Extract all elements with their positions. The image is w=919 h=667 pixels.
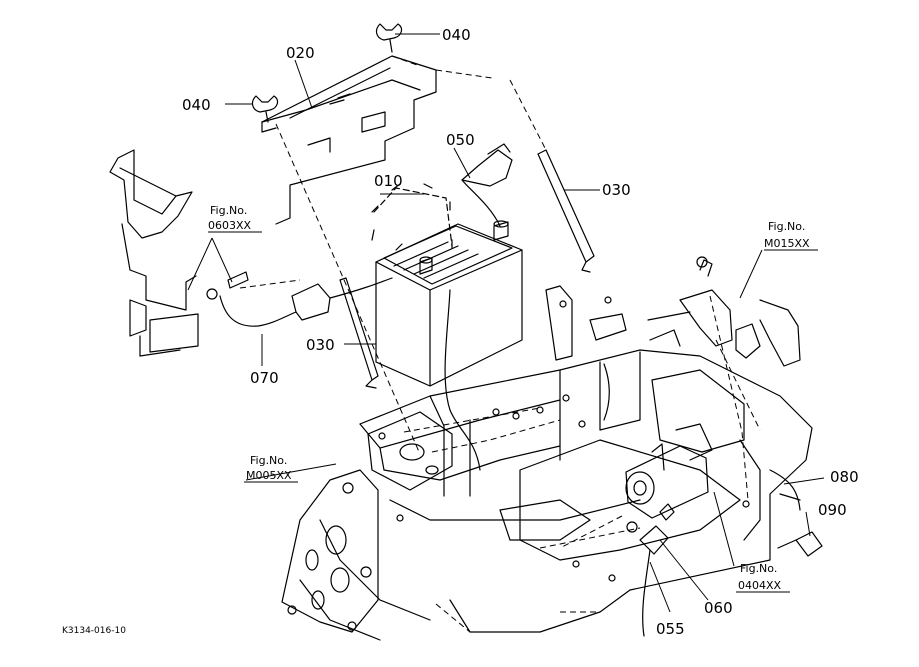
label-040-left: 040 xyxy=(182,96,211,114)
label-040-top: 040 xyxy=(442,26,471,44)
label-055: 055 xyxy=(656,620,685,638)
cross-bracket xyxy=(367,411,453,491)
battery-cover-020 xyxy=(261,55,437,225)
ground-cable-070 xyxy=(206,271,393,327)
battery-cable-050 xyxy=(444,143,513,471)
label-020: 020 xyxy=(286,44,315,62)
fig-ref-0603-number: 0603XX xyxy=(208,219,252,232)
wing-nut-040-top xyxy=(375,23,403,53)
label-leaders xyxy=(187,33,825,613)
fig-ref-m005-label: Fig.No. xyxy=(250,454,287,467)
drawing-code: K3134-016-10 xyxy=(62,626,126,636)
label-090: 090 xyxy=(818,501,847,519)
label-030-lower: 030 xyxy=(306,336,335,354)
fig-ref-m005-number: M005XX xyxy=(246,469,292,482)
fig-ref-0603-label: Fig.No. xyxy=(210,204,247,217)
connector-055 xyxy=(626,503,675,637)
starter-motor xyxy=(625,423,713,519)
fig-ref-m015-number: M015XX xyxy=(764,237,810,250)
hold-down-rod-030-left xyxy=(339,277,379,389)
label-080: 080 xyxy=(830,468,859,486)
label-070: 070 xyxy=(250,369,279,387)
right-bracket xyxy=(647,256,801,367)
dashed-leaders xyxy=(239,55,761,633)
small-hardware xyxy=(378,296,750,582)
fig-ref-0404-number: 0404XX xyxy=(738,579,782,592)
battery-010 xyxy=(371,183,523,387)
wing-nut-040-left xyxy=(251,95,279,123)
main-frame xyxy=(299,285,813,641)
left-bracket xyxy=(109,149,199,357)
fig-ref-m015-label: Fig.No. xyxy=(768,220,805,233)
side-plate xyxy=(281,469,379,633)
bolt-090 xyxy=(777,531,823,557)
label-050: 050 xyxy=(446,131,475,149)
bracket-080 xyxy=(769,469,801,511)
label-010: 010 xyxy=(374,172,403,190)
fig-ref-0404-label: Fig.No. xyxy=(740,562,777,575)
hold-down-rod-030-right xyxy=(537,149,595,273)
label-060: 060 xyxy=(704,599,733,617)
label-030-upper: 030 xyxy=(602,181,631,199)
ref-underlines xyxy=(208,231,818,593)
